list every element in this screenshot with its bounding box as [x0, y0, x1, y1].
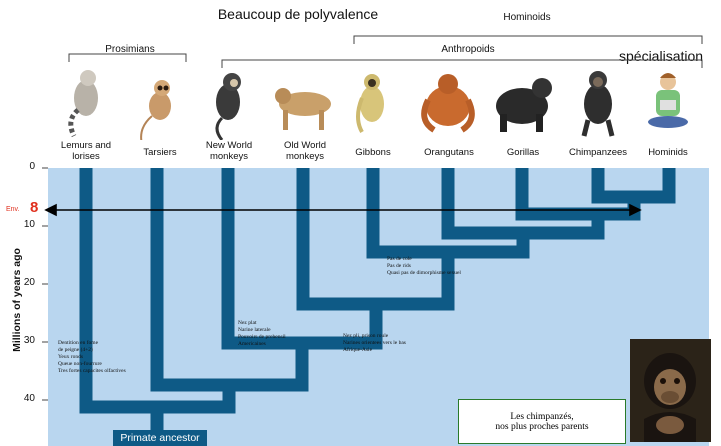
branch-chimp-hominid — [598, 168, 669, 197]
note-line: Pas de cole — [387, 256, 461, 263]
chimpanzee-photo — [630, 339, 711, 442]
note-line: Narines orientees vers le bas — [343, 340, 406, 347]
note-line: Tres fortes capacites olfactives — [58, 368, 126, 375]
note-line: Quasi pas de dimorphisme sexuel — [387, 270, 461, 277]
chimpanzee-portrait-icon — [630, 339, 711, 442]
env-value: 8 — [30, 199, 38, 216]
note-line: Pouvoirs de prehensil — [238, 334, 286, 341]
primate-ancestor-label: Primate ancestor — [113, 430, 207, 446]
note-line: Americaines — [238, 341, 286, 348]
env-label: Env. — [6, 206, 20, 213]
chimpanzee-callout: Les chimpanzés, nos plus proches parents — [458, 399, 626, 444]
note-line: Nez pli, prison roule — [343, 333, 406, 340]
note-line: Pas de rids — [387, 263, 461, 270]
callout-line-2: nos plus proches parents — [459, 422, 625, 432]
note-line: Narine laterale — [238, 327, 286, 334]
note-line: Yeux ronds — [58, 354, 126, 361]
note-line: Afrique-Asie — [343, 347, 406, 354]
note-line: Queue non-fourrure — [58, 361, 126, 368]
note-line: de peigne (4+2) — [58, 347, 126, 354]
note-line: Nez plat — [238, 320, 286, 327]
callout-line-1: Les chimpanzés, — [459, 412, 625, 422]
note-line: Dentition en fome — [58, 340, 126, 347]
